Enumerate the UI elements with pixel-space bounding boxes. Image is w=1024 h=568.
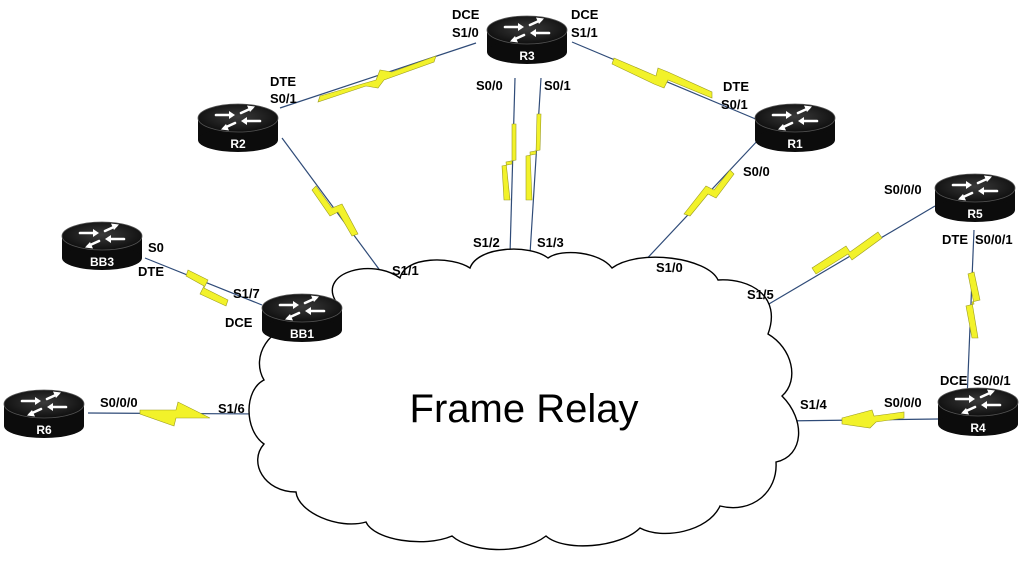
- link-r5-fr: [751, 205, 936, 315]
- bolt-r2-fr: [311, 185, 359, 237]
- router-label: R6: [36, 423, 52, 437]
- iface-label: S0/1: [270, 91, 297, 106]
- router-label: R4: [970, 421, 986, 435]
- iface-label: S1/7: [233, 286, 260, 301]
- router-label: R1: [787, 137, 803, 151]
- bolt-r3-r1: [611, 57, 713, 99]
- iface-label: S1/4: [800, 397, 828, 412]
- router-bb3[interactable]: BB3: [60, 220, 144, 272]
- iface-label: DTE: [138, 264, 164, 279]
- bolt-r3-s0-0: [501, 123, 517, 201]
- serial-bolts: [139, 55, 981, 429]
- iface-label: S0/0/1: [973, 373, 1011, 388]
- router-label: R3: [519, 49, 535, 63]
- router-label: BB1: [290, 327, 314, 341]
- iface-label: S1/5: [747, 287, 774, 302]
- iface-label: DTE: [270, 74, 296, 89]
- iface-label: DCE: [940, 373, 968, 388]
- router-r1[interactable]: R1: [753, 102, 837, 154]
- iface-label: S0: [148, 240, 164, 255]
- iface-label: S0/0: [743, 164, 770, 179]
- iface-label: DCE: [225, 315, 253, 330]
- bolt-r1-fr: [683, 169, 735, 217]
- link-r3-s0-1: [529, 77, 542, 255]
- bolt-r2-r3: [317, 55, 437, 103]
- router-r2[interactable]: R2: [196, 102, 280, 154]
- frame-relay-cloud: [248, 248, 800, 551]
- iface-label: S0/0/0: [884, 182, 922, 197]
- cloud-label: Frame Relay: [410, 387, 639, 431]
- bolt-r4-fr: [841, 409, 905, 429]
- iface-label: S0/0/1: [975, 232, 1013, 247]
- bolt-bb3-bb1: [185, 269, 229, 307]
- bolt-r3-s0-1: [525, 113, 542, 201]
- interface-labels: DCE S1/0 DCE S1/1 S0/0 S0/1 DTE S0/1 DTE…: [100, 7, 1013, 416]
- iface-label: DTE: [723, 79, 749, 94]
- iface-label: S1/1: [392, 263, 419, 278]
- bolt-r5-fr: [811, 231, 883, 275]
- iface-label: S0/0/0: [100, 395, 138, 410]
- iface-label: DCE: [452, 7, 480, 22]
- link-r3-s0-0: [509, 77, 516, 255]
- iface-label: DTE: [942, 232, 968, 247]
- iface-label: S0/0/0: [884, 395, 922, 410]
- iface-label: DCE: [571, 7, 599, 22]
- iface-label: S0/1: [721, 97, 748, 112]
- iface-label: S1/6: [218, 401, 245, 416]
- bolt-r6-fr: [139, 401, 211, 427]
- bolt-r5-r4: [965, 271, 981, 339]
- router-r3[interactable]: R3: [485, 14, 569, 66]
- router-r5[interactable]: R5: [933, 172, 1017, 224]
- router-r6[interactable]: R6: [2, 388, 86, 440]
- router-label: BB3: [90, 255, 114, 269]
- iface-label: S0/0: [476, 78, 503, 93]
- iface-label: S1/0: [656, 260, 683, 275]
- iface-label: S1/2: [473, 235, 500, 250]
- router-r4[interactable]: R4: [936, 386, 1020, 438]
- router-bb1[interactable]: BB1: [260, 292, 344, 344]
- router-label: R2: [230, 137, 246, 151]
- iface-label: S0/1: [544, 78, 571, 93]
- iface-label: S1/1: [571, 25, 598, 40]
- router-label: R5: [967, 207, 983, 221]
- iface-label: S1/3: [537, 235, 564, 250]
- iface-label: S1/0: [452, 25, 479, 40]
